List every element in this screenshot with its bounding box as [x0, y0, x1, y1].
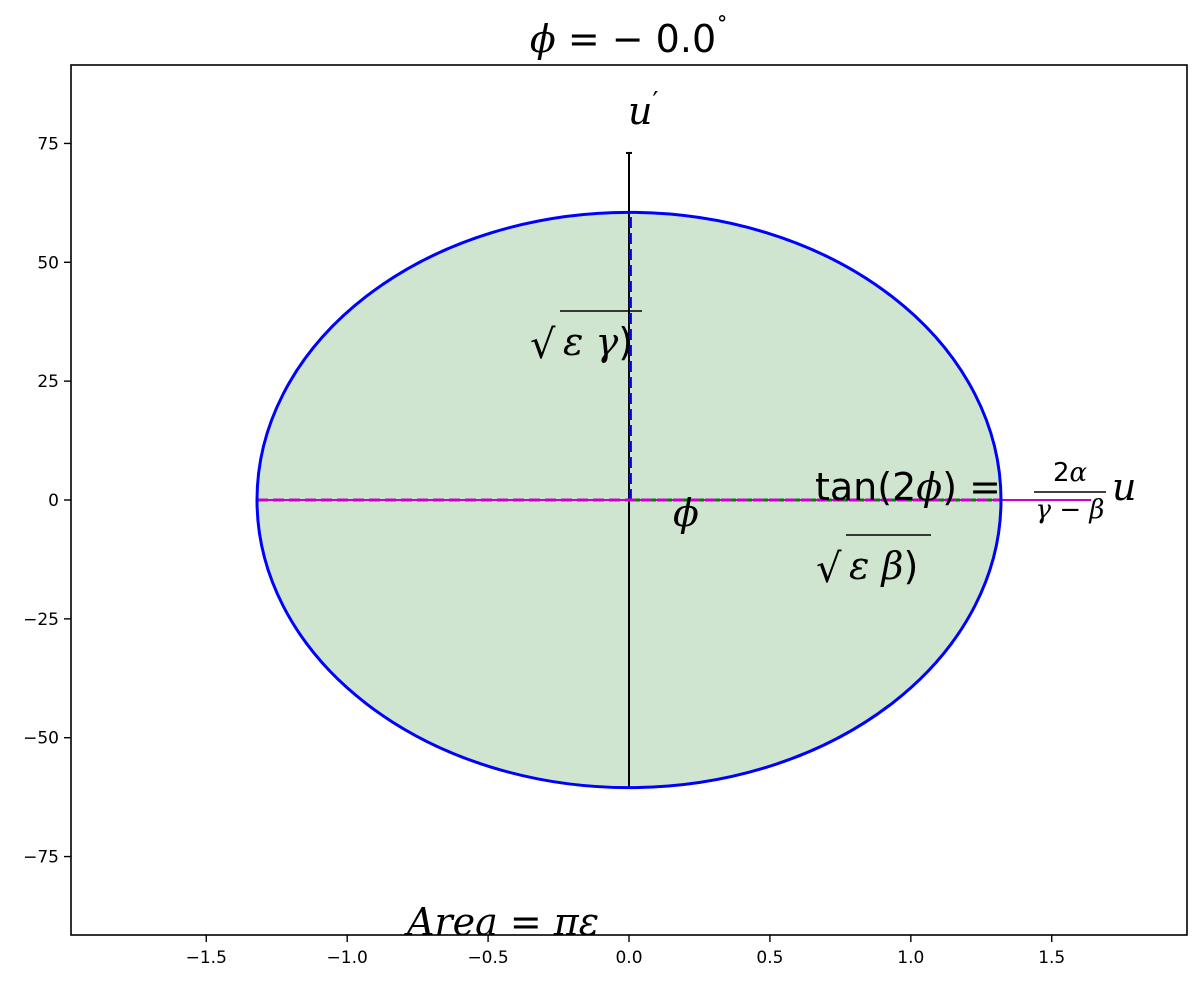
x-tick-label: 1.0: [897, 948, 924, 968]
x-tick-label: −1.0: [327, 948, 368, 968]
y-tick-label: 50: [37, 253, 59, 273]
series-lines-layer: [257, 151, 1092, 788]
svg-text:√: √: [816, 546, 842, 592]
y-tick-label: −75: [23, 848, 59, 868]
area-label: Area = πε: [404, 900, 599, 944]
axes-layer: −1.5 −1.0 −0.5 0.0 0.5 1.0 1.5 −75 −50 −25 0 25 50 75: [23, 64, 1188, 968]
sqrt-eps-gamma-label: √ ε γ): [530, 310, 642, 368]
svg-text:√: √: [530, 322, 556, 368]
y-tick-label: −25: [23, 610, 59, 630]
x-tick-label: −0.5: [467, 948, 508, 968]
svg-text:2α: 2α: [1053, 458, 1088, 488]
svg-text:tan(2ϕ) =: tan(2ϕ) =: [815, 465, 1001, 509]
u-label: u: [1112, 465, 1136, 509]
svg-text:ε β): ε β): [849, 544, 918, 588]
y-tick-label: 25: [37, 372, 59, 392]
x-tick-label: 0.0: [615, 948, 642, 968]
phi-angle-label: ϕ: [673, 491, 699, 535]
sqrt-eps-beta-label: √ ε β): [816, 534, 931, 592]
x-tick-label: −1.5: [186, 948, 227, 968]
tan-formula-label: tan(2ϕ) = 2α γ − β u: [815, 458, 1136, 525]
ellipse-edge-layer: [255, 210, 1003, 790]
annotations: u′ √ ε γ) ϕ tan(2ϕ) = 2α γ − β u √: [404, 87, 1136, 944]
y-tick-label: −50: [23, 729, 59, 749]
x-tick-label: 1.5: [1038, 948, 1065, 968]
x-tick-label: 0.5: [756, 948, 783, 968]
svg-text:ε γ): ε γ): [563, 320, 633, 364]
u-prime-label: u′: [628, 87, 658, 133]
chart-title: ϕ = − 0.0˚: [530, 14, 728, 61]
y-tick-label: 75: [37, 134, 59, 154]
y-tick-label: 0: [48, 491, 59, 511]
ellipse-outline: [255, 210, 1003, 790]
svg-text:γ − β: γ − β: [1036, 495, 1105, 525]
